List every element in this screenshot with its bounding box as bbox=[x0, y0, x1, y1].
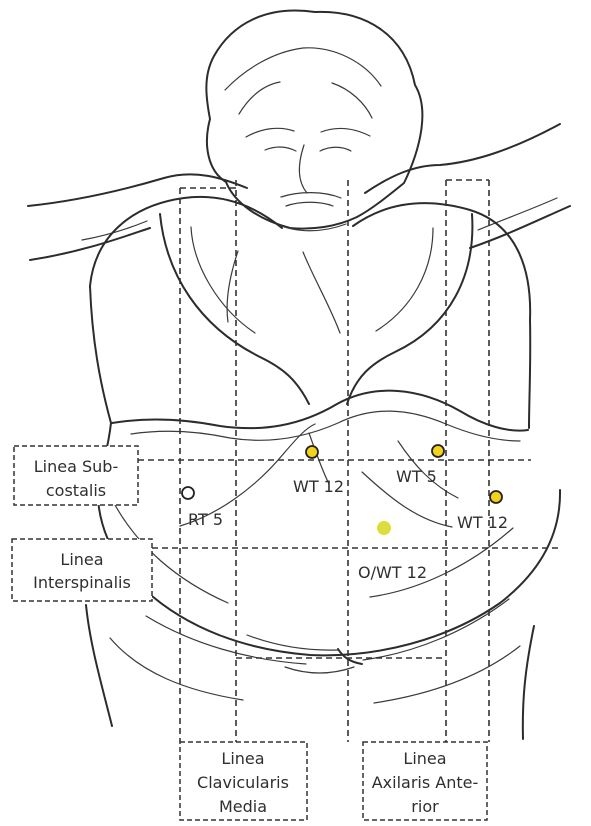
subcostal-label-group: Linea Sub- costalis bbox=[14, 446, 138, 505]
clavicularis-label-line-2: Clavicularis bbox=[197, 773, 289, 792]
yellow-dot-icon bbox=[306, 446, 318, 458]
yellow-dot-icon bbox=[432, 445, 444, 457]
rt5-label: RT 5 bbox=[188, 510, 223, 529]
wt12-right-label: WT 12 bbox=[457, 513, 508, 532]
guide-lines bbox=[138, 180, 560, 742]
interspinal-label-group: Linea Interspinalis bbox=[12, 539, 152, 601]
clavicularis-label-group: Linea Clavicularis Media bbox=[180, 742, 307, 820]
open-circle-icon bbox=[182, 487, 194, 499]
axilaris-label-line-2: Axilaris Ante- bbox=[372, 773, 479, 792]
clavicularis-label-line-3: Media bbox=[219, 797, 267, 816]
yellow-dot-icon bbox=[490, 491, 502, 503]
interspinal-label-line-2: Interspinalis bbox=[33, 573, 131, 592]
axilaris-label-group: Linea Axilaris Ante- rior bbox=[363, 742, 487, 820]
owt12-label: O/WT 12 bbox=[358, 563, 427, 582]
clavicularis-label-line-1: Linea bbox=[221, 749, 264, 768]
axilaris-label-line-1: Linea bbox=[403, 749, 446, 768]
wt12-left-label: WT 12 bbox=[293, 477, 344, 496]
subcostal-label-line-1: Linea Sub- bbox=[34, 457, 118, 476]
wt5-label: WT 5 bbox=[396, 467, 437, 486]
yellow-dot-icon bbox=[377, 521, 391, 535]
axilaris-label-line-3: rior bbox=[411, 797, 439, 816]
subcostal-label-line-2: costalis bbox=[46, 481, 106, 500]
interspinal-label-line-1: Linea bbox=[60, 550, 103, 569]
